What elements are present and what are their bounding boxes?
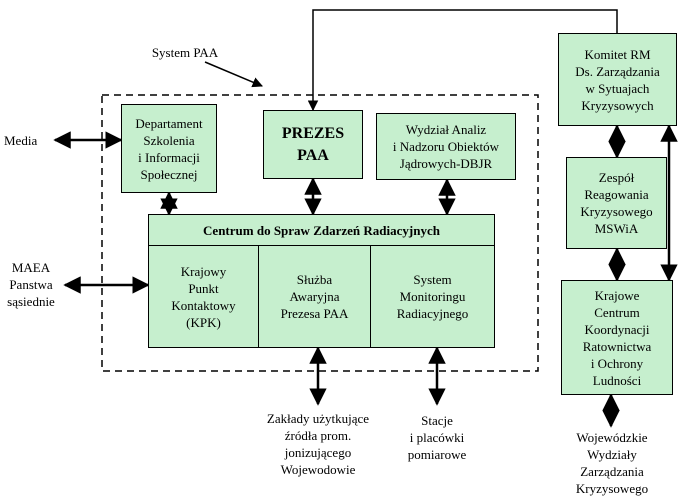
- centrum-title: Centrum do Spraw Zdarzeń Radiacyjnych: [148, 214, 495, 246]
- sluzba-box: Służba Awaryjna Prezesa PAA: [258, 245, 371, 348]
- system-label-arrow: [204, 61, 263, 88]
- wojewodzkie-label: Wojewódzkie Wydziały Zarządzania Kryzyso…: [575, 430, 649, 496]
- komitet-prezes-connector: [307, 9, 618, 112]
- komitet-box: Komitet RM Ds. Zarządzania w Sytuajach K…: [558, 33, 677, 126]
- prezes-box: PREZES PAA: [263, 110, 363, 179]
- kpk-box: Krajowy Punkt Kontaktowy (KPK): [148, 245, 259, 348]
- departament-box: Departament Szkolenia i Informacji Społe…: [121, 104, 217, 193]
- monitoring-box: System Monitoringu Radiacyjnego: [370, 245, 495, 348]
- wydzial-box: Wydział Analiz i Nadzoru Obiektów Jądrow…: [376, 113, 516, 180]
- zespol-box: Zespół Reagowania Kryzysowego MSWiA: [566, 157, 667, 249]
- media-label: Media: [4, 133, 38, 148]
- kcko-box: Krajowe Centrum Koordynacji Ratownictwa …: [561, 280, 673, 395]
- maea-label: MAEA Panstwa sąsiednie: [7, 260, 55, 309]
- zaklady-label: Zakłady użytkujące źródła prom. jonizują…: [266, 411, 370, 477]
- stacje-label: Stacje i placówki pomiarowe: [407, 413, 467, 462]
- system-paa-label: System PAA: [151, 45, 219, 60]
